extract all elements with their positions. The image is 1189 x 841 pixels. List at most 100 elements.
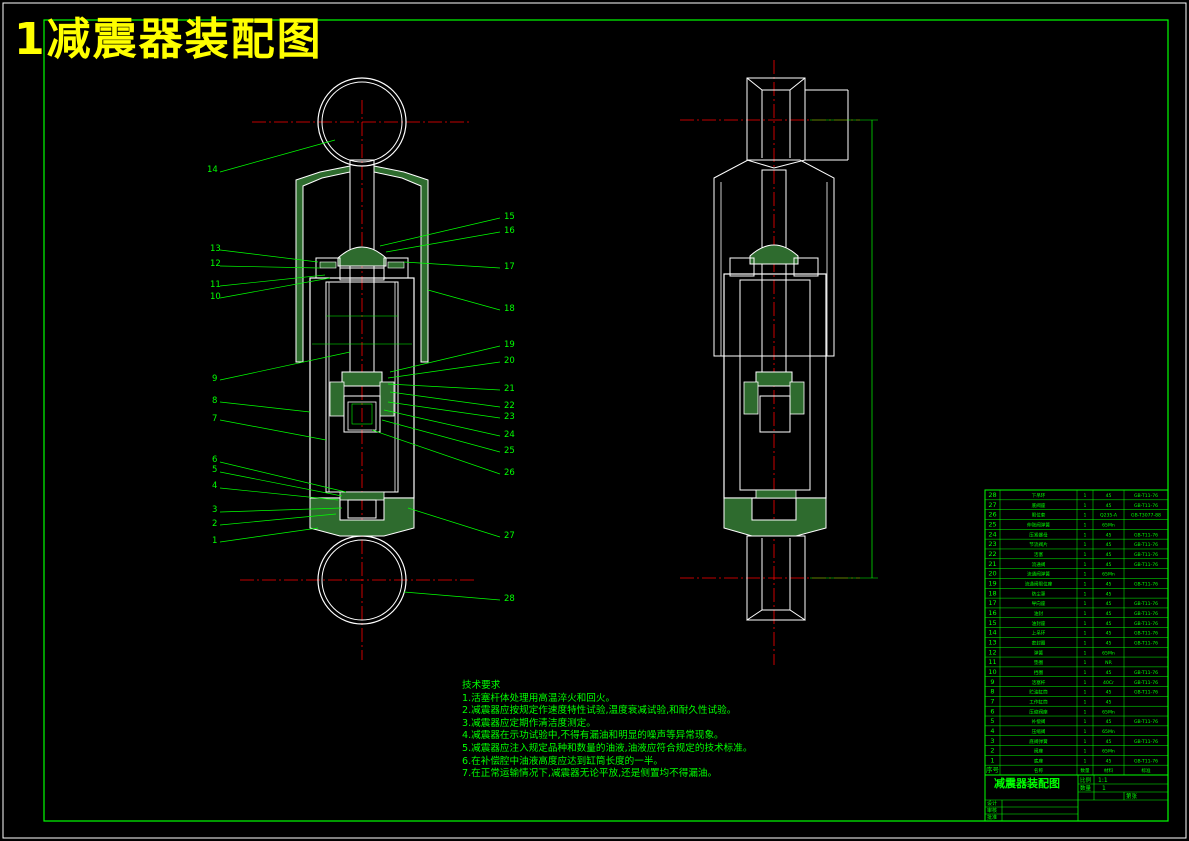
bom-cell-no: 27 xyxy=(988,501,996,509)
leader-number: 3 xyxy=(212,505,217,515)
bom-cell-material: 45 xyxy=(1106,601,1112,607)
bom-cell-name: 流通阀弹簧 xyxy=(1027,571,1050,578)
bom-cell-material: 45 xyxy=(1106,739,1112,745)
bom-cell-qty: 1 xyxy=(1084,552,1087,558)
bom-cell-qty: 1 xyxy=(1084,650,1087,656)
leader-number: 14 xyxy=(207,165,218,175)
bom-cell-std: GB-T11-76 xyxy=(1134,582,1158,588)
bom-cell-qty: 1 xyxy=(1084,690,1087,696)
bom-cell-name: 压缩阀 xyxy=(1032,728,1046,735)
bom-cell-std: GB-T11-76 xyxy=(1134,640,1158,646)
sheet-label: 第张 xyxy=(1126,792,1138,800)
bom-cell-qty: 1 xyxy=(1084,680,1087,686)
bom-cell-name: 流通阀限位座 xyxy=(1025,581,1053,588)
designer-label: 设计 xyxy=(987,800,997,807)
right-exterior-view xyxy=(680,60,878,665)
bom-cell-std: GB-T11-76 xyxy=(1134,631,1158,637)
left-section-view xyxy=(219,77,501,660)
bom-cell-name: 限位套 xyxy=(1032,512,1046,519)
bom-cell-no: 16 xyxy=(988,609,996,617)
bom-cell-material: 65Mn xyxy=(1102,650,1115,656)
bom-cell-material: 65Mn xyxy=(1102,729,1115,735)
bom-cell-qty: 1 xyxy=(1084,611,1087,617)
bom-cell-name: 压紧螺母 xyxy=(1029,531,1048,538)
bom-cell-no: 28 xyxy=(988,491,996,499)
bom-header-cell: 材料 xyxy=(1104,767,1114,774)
bom-cell-no: 19 xyxy=(988,580,996,588)
title-block: 减震器装配图 比例 1:1 数量 1 第张 设计 审核 批准 xyxy=(985,775,1168,821)
bom-cell-qty: 1 xyxy=(1084,601,1087,607)
bom-cell-material: 45 xyxy=(1106,719,1112,725)
bom-cell-no: 6 xyxy=(990,707,994,715)
page-title: 1减震器装配图 xyxy=(14,14,323,65)
leader-number: 1 xyxy=(212,536,217,546)
bom-cell-name: 流通阀 xyxy=(1032,561,1046,568)
bom-cell-material: 45 xyxy=(1106,611,1112,617)
bom-table-frame xyxy=(984,489,1169,822)
bom-cell-material: 45 xyxy=(1106,532,1112,538)
bom-header-cell: 数量 xyxy=(1080,767,1090,774)
inner-frame xyxy=(43,19,1169,822)
leader-number: 4 xyxy=(212,481,217,491)
bom-cell-std: GB-T11-76 xyxy=(1134,552,1158,558)
bom-cell-no: 2 xyxy=(990,747,994,755)
bom-cell-std: GB-T11-76 xyxy=(1134,719,1158,725)
bom-cell-std: GB-T11-76 xyxy=(1134,493,1158,499)
bom-cell-std: GB-T11-76 xyxy=(1134,532,1158,538)
bom-cell-std: GB-T11-76 xyxy=(1134,690,1158,696)
bom-cell-std: GB-T11-76 xyxy=(1134,503,1158,509)
bom-cell-material: 45 xyxy=(1106,690,1112,696)
bom-header-cell: 序号 xyxy=(986,765,1000,774)
leader-number: 6 xyxy=(212,455,217,465)
bom-cell-name: 压缩阀座 xyxy=(1029,708,1048,715)
leader-number: 11 xyxy=(210,280,221,290)
bom-cell-no: 7 xyxy=(990,697,994,705)
bom-cell-std: GB-T11-76 xyxy=(1134,562,1158,568)
bom-cell-no: 21 xyxy=(988,560,996,568)
leader-number: 23 xyxy=(504,412,515,422)
bom-cell-name: 防尘罩 xyxy=(1032,590,1046,597)
bom-cell-std: GB-T11-76 xyxy=(1134,621,1158,627)
checker-label: 审核 xyxy=(987,807,997,814)
bom-cell-name: 底阀座 xyxy=(1032,502,1046,509)
tech-heading: 技术要求 xyxy=(462,680,501,691)
leader-number: 17 xyxy=(504,262,515,272)
bom-cell-no: 10 xyxy=(988,668,996,676)
leader-number: 5 xyxy=(212,465,217,475)
bom-cell-material: 45 xyxy=(1106,640,1112,646)
bom-cell-std: GB-T11-76 xyxy=(1134,758,1158,764)
leader-number: 8 xyxy=(212,396,217,406)
bom-cell-qty: 1 xyxy=(1084,739,1087,745)
bom-cell-name: 阀座 xyxy=(1034,748,1044,755)
tech-item: 5.减震器应注入规定品种和数量的油液,油液应符合规定的技术标准。 xyxy=(462,742,753,754)
bom-cell-no: 12 xyxy=(988,648,996,656)
bom-cell-name: 底阀弹簧 xyxy=(1029,738,1048,745)
approver-label: 批准 xyxy=(987,814,997,821)
tech-item: 4.减震器在示功试验中,不得有漏油和明显的噪声等异常现象。 xyxy=(462,730,724,742)
bom-cell-name: 活塞 xyxy=(1034,551,1044,558)
technical-requirements: 技术要求 1.活塞杆体处理用高温淬火和回火。 2.减震器应按规定作速度特性试验,… xyxy=(462,680,752,781)
bom-cell-qty: 1 xyxy=(1084,660,1087,666)
bom-cell-no: 14 xyxy=(988,629,996,637)
bom-cell-material: 45 xyxy=(1106,493,1112,499)
bom-cell-material: 45 xyxy=(1106,621,1112,627)
leader-number: 21 xyxy=(504,384,515,394)
bom-cell-material: 45 xyxy=(1106,542,1112,548)
bom-cell-no: 13 xyxy=(988,638,996,646)
bom-cell-qty: 1 xyxy=(1084,572,1087,578)
bom-cell-name: 底座 xyxy=(1034,757,1044,764)
bom-cell-no: 1 xyxy=(990,756,994,764)
bom-cell-no: 22 xyxy=(988,550,996,558)
bom-cell-std: GB-T11-76 xyxy=(1134,601,1158,607)
bom-cell-name: 下吊环 xyxy=(1032,493,1046,499)
bom-cell-qty: 1 xyxy=(1084,542,1087,548)
qty-label: 数量 xyxy=(1080,784,1092,792)
leader-number: 16 xyxy=(504,226,515,236)
bom-cell-material: 65Mn xyxy=(1102,523,1115,529)
bom-header-cell: 标准 xyxy=(1141,767,1151,774)
leader-number: 22 xyxy=(504,401,515,411)
bom-cell-qty: 1 xyxy=(1084,709,1087,715)
bom-cell-std: GB-T11-76 xyxy=(1134,739,1158,745)
